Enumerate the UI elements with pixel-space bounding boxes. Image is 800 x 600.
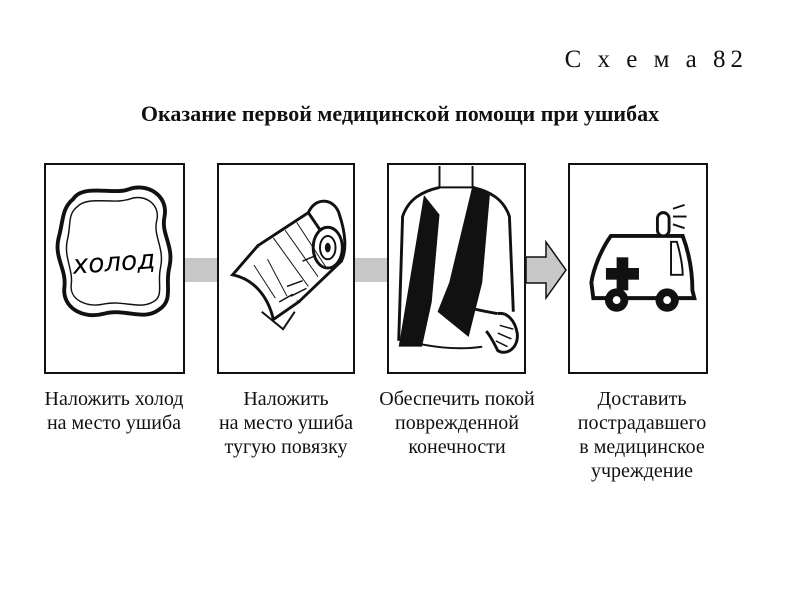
step-1-caption: Наложить холод на место ушиба [44, 388, 184, 434]
step-2-caption: Наложить на место ушиба тугую повязку [218, 388, 354, 458]
diagram-title: Оказание первой медицинской помощи при у… [140, 101, 660, 126]
cold-label: холод [71, 245, 156, 281]
step-1-panel: холод [44, 163, 185, 374]
step-3-panel [387, 163, 526, 374]
bandage-roll-icon [229, 199, 347, 331]
ambulance-icon [589, 203, 697, 312]
step-4-panel [568, 163, 708, 374]
connector-arrow-1 [185, 257, 217, 283]
step-4-caption: Доставить пострадавшего в медицинское уч… [577, 388, 707, 482]
cold-pack-icon: холод [55, 185, 173, 318]
arm-sling-icon [397, 166, 519, 354]
connector-arrow-3 [526, 240, 568, 300]
step-3-caption: Обеспечить покой поврежденной конечности [379, 388, 535, 458]
connector-arrow-2 [355, 257, 387, 283]
step-2-panel [217, 163, 355, 374]
scheme-number: С х е м а 82 [564, 46, 748, 73]
